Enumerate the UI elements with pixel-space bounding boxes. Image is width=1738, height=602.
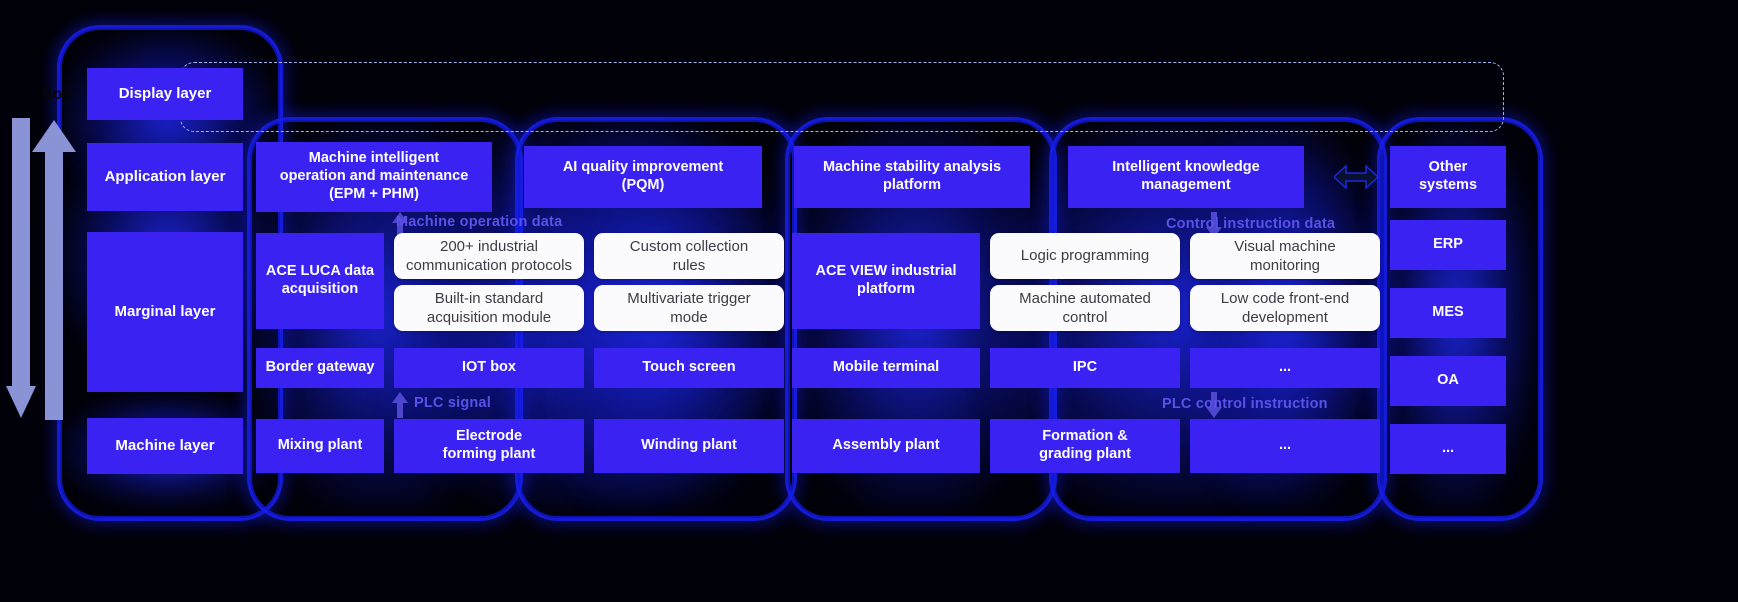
right-box-ellipsis-l1: ...: [1441, 440, 1455, 457]
app-box-ai-quality-l1: AI quality improvement: [562, 159, 724, 176]
layer-label-application[interactable]: Application layer: [87, 143, 243, 211]
device-box-touch-screen[interactable]: Touch screen: [594, 348, 784, 388]
right-box-oa[interactable]: OA: [1390, 356, 1506, 406]
marginal-card-multivariate-trigger[interactable]: Multivariate trigger mode: [594, 285, 784, 331]
right-box-other-systems-l1: Other: [1428, 159, 1468, 176]
machine-box-electrode-forming-l2: forming plant: [442, 446, 536, 462]
marginal-card-logic-programming[interactable]: Logic programming: [990, 233, 1180, 279]
cropped-left-label: tion: [42, 86, 73, 103]
right-box-ellipsis[interactable]: ...: [1390, 424, 1506, 474]
device-box-mobile-terminal[interactable]: Mobile terminal: [792, 348, 980, 388]
marginal-box-ace-luca[interactable]: ACE LUCA data acquisition: [256, 233, 384, 329]
machine-box-assembly-plant[interactable]: Assembly plant: [792, 419, 980, 473]
machine-box-mixing-plant[interactable]: Mixing plant: [256, 419, 384, 473]
right-box-mes-l1: MES: [1432, 304, 1464, 321]
app-box-stability[interactable]: Machine stability analysis platform: [794, 146, 1030, 208]
marginal-card-multivariate-trigger-l2: mode: [670, 309, 708, 326]
layer-label-machine[interactable]: Machine layer: [87, 418, 243, 474]
marginal-card-protocols-l2: communication protocols: [406, 257, 572, 274]
marginal-box-ace-luca-l1: ACE LUCA data: [265, 263, 375, 280]
marginal-card-builtin-module-l1: Built-in standard: [434, 289, 544, 307]
right-box-other-systems-l2: systems: [1418, 177, 1478, 193]
control-instruction-data-arrow-icon: [1206, 212, 1222, 238]
app-box-ai-quality-l2: (PQM): [621, 177, 665, 193]
marginal-card-visual-monitoring[interactable]: Visual machine monitoring: [1190, 233, 1380, 279]
marginal-box-ace-view-l2: platform: [857, 281, 915, 297]
flow-label-control-instruction-data: Control instruction data: [1166, 216, 1336, 232]
app-box-ai-quality[interactable]: AI quality improvement (PQM): [524, 146, 762, 208]
right-box-erp-l1: ERP: [1433, 236, 1463, 253]
marginal-card-logic-programming-l1: Logic programming: [1020, 247, 1150, 265]
right-box-oa-l1: OA: [1437, 372, 1459, 389]
machine-box-electrode-forming[interactable]: Electrode forming plant: [394, 419, 584, 473]
layer-label-marginal[interactable]: Marginal layer: [87, 232, 243, 392]
device-box-border-gateway[interactable]: Border gateway: [256, 348, 384, 388]
flow-label-machine-operation-data: Machine operation data: [396, 214, 563, 230]
marginal-card-protocols[interactable]: 200+ industrial communication protocols: [394, 233, 584, 279]
machine-box-electrode-forming-l1: Electrode: [455, 428, 523, 445]
machine-box-formation-grading[interactable]: Formation & grading plant: [990, 419, 1180, 473]
marginal-box-ace-view[interactable]: ACE VIEW industrial platform: [792, 233, 980, 329]
machine-box-mixing-plant-l1: Mixing plant: [277, 437, 363, 454]
app-box-intelligent-om[interactable]: Machine intelligent operation and mainte…: [256, 142, 492, 212]
device-box-ellipsis[interactable]: ...: [1190, 348, 1380, 388]
machine-box-assembly-plant-l1: Assembly plant: [832, 437, 940, 454]
app-box-knowledge-l1: Intelligent knowledge: [1112, 159, 1260, 176]
right-box-erp[interactable]: ERP: [1390, 220, 1506, 270]
display-layer-dashed-container: [180, 62, 1504, 132]
marginal-card-builtin-module-l2: acquisition module: [426, 309, 552, 326]
marginal-card-custom-rules-l1: Custom collection: [629, 237, 749, 255]
machine-box-ellipsis-l1: ...: [1278, 437, 1292, 454]
marginal-card-multivariate-trigger-l1: Multivariate trigger: [627, 289, 751, 307]
marginal-box-ace-luca-l2: acquisition: [281, 281, 359, 297]
right-box-mes[interactable]: MES: [1390, 288, 1506, 338]
flow-label-plc-control-instruction: PLC control instruction: [1162, 396, 1328, 412]
marginal-card-lowcode-dev-l1: Low code front-end: [1220, 289, 1350, 307]
machine-box-winding-plant[interactable]: Winding plant: [594, 419, 784, 473]
marginal-card-automated-control-l2: control: [1062, 309, 1108, 326]
bidirectional-arrow-icon: [1332, 164, 1380, 195]
up-flow-arrow: [32, 120, 76, 425]
marginal-card-visual-monitoring-l1: Visual machine: [1234, 237, 1336, 255]
right-box-other-systems[interactable]: Other systems: [1390, 146, 1506, 208]
down-flow-arrow: [6, 118, 36, 423]
app-box-knowledge[interactable]: Intelligent knowledge management: [1068, 146, 1304, 208]
marginal-card-builtin-module[interactable]: Built-in standard acquisition module: [394, 285, 584, 331]
marginal-card-automated-control-l1: Machine automated: [1019, 289, 1151, 307]
machine-box-formation-grading-l1: Formation &: [1042, 428, 1128, 445]
app-box-intelligent-om-l3: (EPM + PHM): [329, 185, 419, 202]
marginal-card-protocols-l1: 200+ industrial: [440, 237, 538, 255]
plc-signal-arrow-icon: [392, 392, 408, 418]
machine-box-winding-plant-l1: Winding plant: [641, 437, 737, 454]
device-box-ipc[interactable]: IPC: [990, 348, 1180, 388]
marginal-card-lowcode-dev[interactable]: Low code front-end development: [1190, 285, 1380, 331]
device-box-iot-box[interactable]: IOT box: [394, 348, 584, 388]
app-box-stability-l2: platform: [883, 177, 941, 193]
app-box-intelligent-om-l1: Machine intelligent: [308, 150, 440, 167]
marginal-card-custom-rules[interactable]: Custom collection rules: [594, 233, 784, 279]
machine-box-formation-grading-l2: grading plant: [1039, 446, 1131, 462]
marginal-card-visual-monitoring-l2: monitoring: [1249, 257, 1321, 274]
app-box-knowledge-l2: management: [1141, 177, 1231, 193]
marginal-card-custom-rules-l2: rules: [672, 257, 706, 274]
marginal-card-automated-control[interactable]: Machine automated control: [990, 285, 1180, 331]
layer-label-display[interactable]: Display layer: [87, 68, 243, 120]
plc-control-instruction-arrow-icon: [1206, 392, 1222, 418]
marginal-box-ace-view-l1: ACE VIEW industrial: [815, 263, 957, 280]
marginal-card-lowcode-dev-l2: development: [1242, 309, 1328, 326]
machine-operation-data-arrow-icon: [392, 212, 408, 238]
machine-box-ellipsis[interactable]: ...: [1190, 419, 1380, 473]
layer-label-application-l1: Application layer: [104, 167, 226, 185]
flow-label-plc-signal: PLC signal: [414, 395, 491, 411]
app-box-intelligent-om-l2: operation and maintenance: [279, 168, 469, 185]
app-box-stability-l1: Machine stability analysis: [822, 159, 1002, 176]
